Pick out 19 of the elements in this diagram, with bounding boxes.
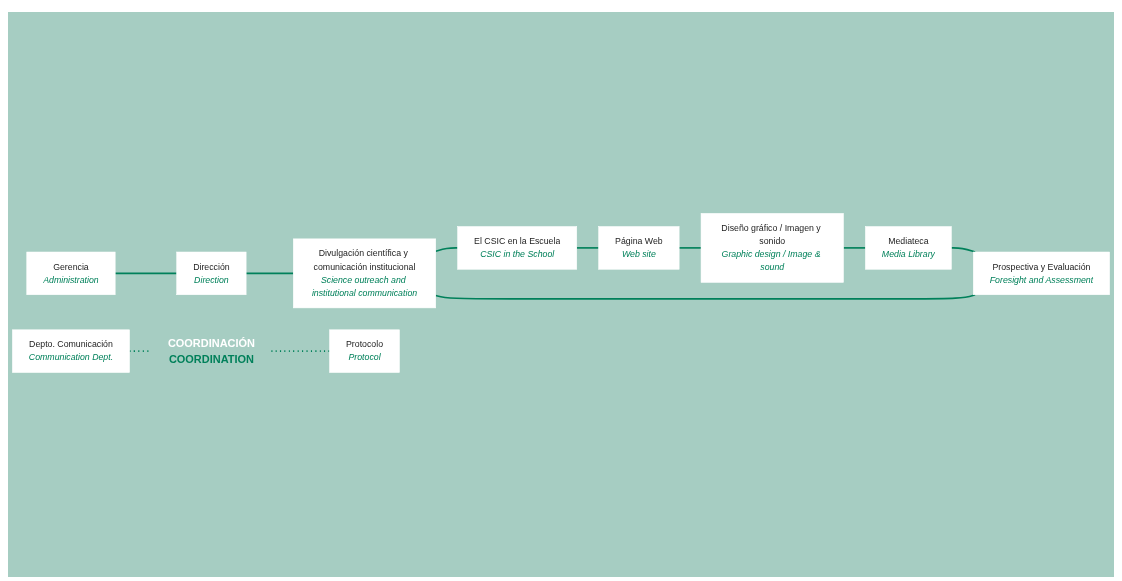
- connector-line: [575, 246, 600, 249]
- connector-line: [114, 272, 178, 275]
- unit-box: Dirección Direction: [176, 251, 247, 295]
- coordination-label: COORDINACIÓN COORDINATION: [167, 336, 255, 366]
- unit-box: Depto. Comunicación Communication Dept.: [12, 329, 130, 373]
- unit-box: Mediateca Media Library: [865, 226, 952, 270]
- connector-line: [434, 293, 976, 300]
- unit-box: Divulgación científica y comunicación institucional Science outreach and institutional communication: [293, 238, 436, 309]
- unit-box: Página Web Web site: [598, 226, 680, 270]
- connector-line: [950, 246, 976, 253]
- unit-box: El CSIC en la Escuela CSIC in the School: [457, 226, 578, 270]
- unit-box: Diseño gráfico / Imagen y sonido Graphic design / Image & sound: [700, 213, 844, 283]
- unit-box: Prospectiva y Evaluación Foresight and Assessment: [973, 251, 1110, 295]
- connector-line: [678, 246, 702, 249]
- unit-box: Gerencia Administration: [26, 251, 116, 295]
- connector-line: [842, 246, 867, 249]
- connector-line: [434, 246, 459, 252]
- connector-line: [245, 272, 295, 275]
- unit-box: Protocolo Protocol: [329, 329, 400, 373]
